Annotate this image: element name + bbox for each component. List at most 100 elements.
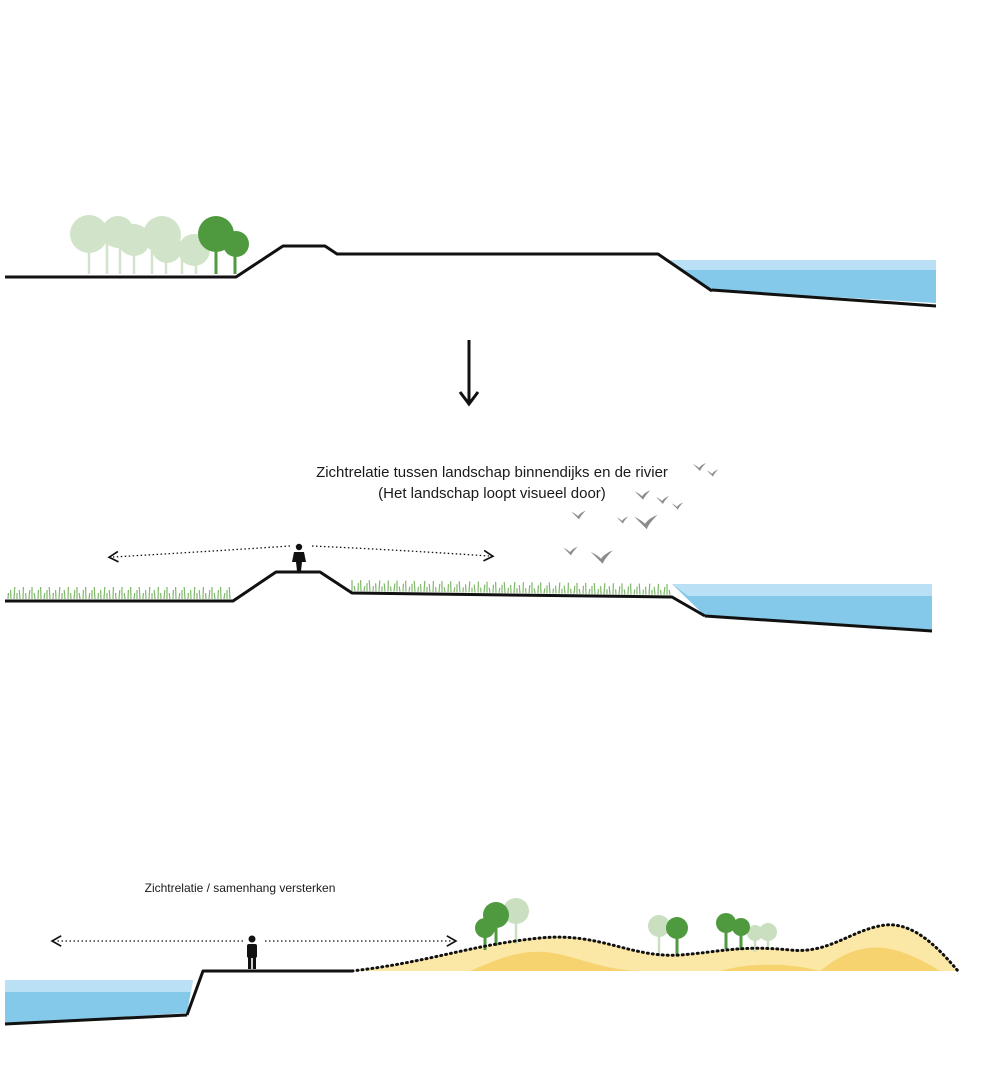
grass-blade	[103, 586, 106, 600]
grass-blade	[443, 587, 446, 593]
bird-flock	[563, 463, 719, 564]
bird-icon	[563, 546, 578, 556]
grass-blade	[378, 580, 381, 592]
bird-icon	[634, 514, 658, 530]
grass-blade	[163, 589, 166, 600]
grass-blade	[368, 580, 371, 592]
grass-blade	[133, 592, 136, 600]
grass-blade	[118, 589, 121, 600]
grass-blade	[573, 585, 576, 594]
grass-blade	[228, 586, 231, 600]
grass-blade	[528, 585, 531, 594]
grass-blade	[223, 592, 226, 600]
bird-icon	[693, 463, 706, 471]
grass-blade	[153, 589, 156, 600]
grass-blade	[398, 586, 401, 592]
grass-blade	[138, 586, 141, 600]
grass-blade	[453, 587, 456, 593]
caption-line-2: (Het landschap loopt visueel door)	[378, 485, 606, 502]
grass-blade	[58, 586, 61, 600]
grass-blade	[123, 592, 126, 600]
grass-blade	[178, 592, 181, 600]
grass-blade	[518, 585, 521, 594]
grass-blade	[423, 580, 426, 592]
grass-blade	[148, 586, 151, 600]
grass-blade	[408, 586, 411, 592]
grass-blade	[618, 586, 621, 595]
grass-blade	[603, 583, 606, 595]
grass-blade	[513, 581, 516, 594]
person-icon	[247, 935, 257, 969]
grass-blade	[208, 589, 211, 600]
tree-group-dune	[475, 898, 777, 957]
grass-blade	[168, 592, 171, 600]
grass-blade	[558, 582, 561, 594]
river-bed-outline	[704, 614, 933, 633]
grass-blade	[198, 589, 201, 600]
grass-blade	[438, 584, 441, 593]
dike-profile	[5, 244, 713, 293]
grass-blade	[363, 586, 366, 592]
caption-view-relation: Zichtrelatie tussen landschap binnendijk…	[292, 462, 692, 504]
bird-icon	[590, 550, 613, 564]
bird-icon	[571, 510, 586, 520]
grass-blade	[593, 582, 596, 595]
dike-profile	[5, 570, 706, 618]
grass-blade	[28, 589, 31, 600]
sand-dune-dark	[470, 947, 940, 971]
grass-blade	[43, 592, 46, 600]
grass-blade	[488, 587, 491, 593]
bird-icon	[706, 469, 719, 477]
grass-strip-inland	[7, 586, 231, 600]
grass-blade	[193, 586, 196, 600]
grass-blade	[13, 586, 16, 600]
person-icon	[292, 543, 306, 571]
grass-blade	[653, 586, 656, 595]
grass-blade	[608, 586, 611, 595]
grass-blade	[498, 587, 501, 593]
grass-blade	[633, 589, 636, 595]
grass-blade	[623, 589, 626, 595]
grass-blade	[88, 592, 91, 600]
grass-blade	[428, 583, 431, 593]
section-view-relation	[5, 463, 933, 633]
grass-blade	[483, 584, 486, 593]
bird-icon	[616, 516, 629, 524]
view-line-left	[107, 545, 291, 563]
caption-dunes: Zichtrelatie / samenhang versterken	[144, 881, 336, 895]
grass-blade	[78, 592, 81, 600]
tree-group-dark	[198, 216, 249, 274]
grass-blade	[543, 588, 546, 594]
grass-blade	[18, 589, 21, 600]
bird-icon	[634, 490, 651, 500]
grass-blade	[73, 589, 76, 600]
river-water-surface	[672, 584, 932, 596]
grass-blade	[468, 581, 471, 593]
grass-blade	[413, 580, 416, 592]
grass-blade	[563, 585, 566, 594]
grass-blade	[548, 582, 551, 594]
grass-blade	[213, 592, 216, 600]
dune-profile-dotted	[350, 923, 960, 973]
grass-blade	[588, 588, 591, 595]
down-arrow-icon	[458, 340, 480, 407]
grass-blade	[638, 583, 641, 595]
grass-blade	[533, 588, 536, 594]
grass-blade	[63, 589, 66, 600]
view-line-right	[311, 545, 495, 562]
river-water-surface	[5, 980, 193, 992]
bird-icon	[656, 496, 669, 504]
grass-blade	[393, 583, 396, 592]
grass-strip-floodplain	[351, 580, 671, 596]
grass-blade	[93, 586, 96, 600]
caption-line-1: Zichtrelatie tussen landschap binnendijk…	[316, 464, 668, 481]
grass-blade	[473, 584, 476, 593]
grass-blade	[108, 589, 111, 600]
tree-group-light	[70, 215, 210, 274]
section-dunes	[4, 898, 960, 1026]
grass-blade	[183, 586, 186, 600]
grass-blade	[48, 586, 51, 600]
bird-icon	[671, 502, 684, 510]
grass-blade	[353, 585, 356, 592]
